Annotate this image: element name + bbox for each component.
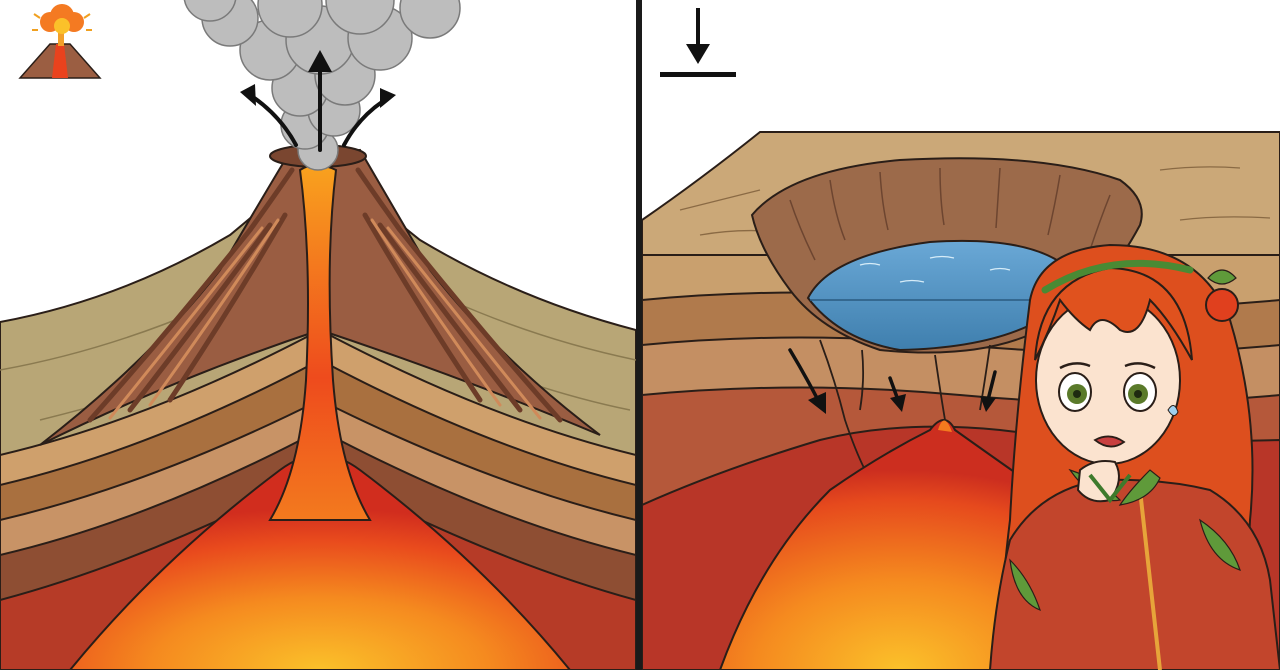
cone-highlights [108, 218, 542, 420]
magma-conduit [268, 164, 372, 521]
panel-divider [636, 0, 642, 670]
arrow-heads [240, 50, 396, 108]
character-headband [1041, 259, 1194, 294]
eruption-panel [0, 0, 636, 670]
caldera-panel [642, 0, 1280, 670]
caldera-wall-lines [789, 167, 1111, 261]
chamber-peak [938, 420, 952, 432]
right-brow [1124, 362, 1156, 370]
hill-contours [0, 299, 636, 421]
worried-character [988, 243, 1280, 670]
tomato-ornament [1205, 288, 1239, 322]
erupting-volcano-icon [18, 4, 102, 79]
cone-layers [87, 167, 563, 423]
ornament-leaf [1207, 269, 1237, 285]
lake-ripples [859, 255, 1011, 283]
character-collar [1088, 473, 1132, 504]
subsidence-arrow-heads [808, 392, 996, 414]
character-mouth [1093, 435, 1126, 448]
fracture-lines [819, 339, 991, 471]
down-arrow-bar-icon [660, 8, 736, 77]
left-brow [1059, 362, 1091, 370]
character-hand [1076, 460, 1120, 503]
dress-trim [1138, 489, 1162, 670]
sweat-drop [1167, 405, 1179, 416]
